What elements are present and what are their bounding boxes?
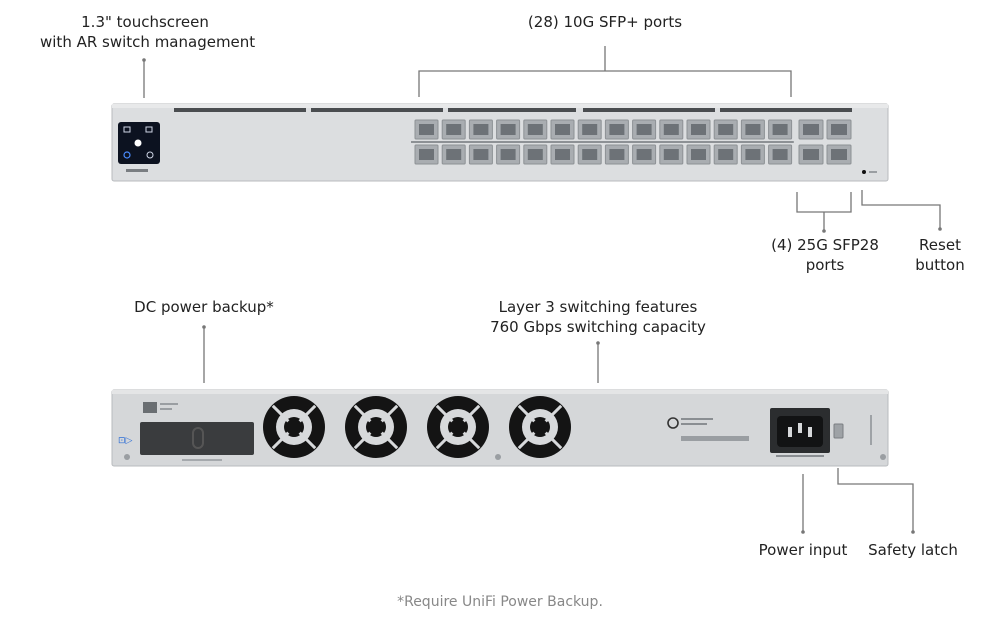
- safety-latch[interactable]: [833, 423, 844, 439]
- dc-backup-symbol: ⊡▷: [118, 436, 133, 446]
- sfp28-callout: (4) 25G SFP28 ports: [760, 235, 890, 275]
- sfp-plus-port[interactable]: [577, 144, 602, 165]
- layer3-callout-line2: 760 Gbps switching capacity: [490, 318, 706, 336]
- vent-slot: [583, 108, 715, 112]
- sfp-plus-callout: (28) 10G SFP+ ports: [505, 12, 705, 32]
- safety-latch-callout-line1: Safety latch: [868, 541, 958, 559]
- reset-button-label: [869, 171, 877, 173]
- sfp-plus-port[interactable]: [550, 119, 575, 140]
- sfp28-port[interactable]: [826, 119, 852, 140]
- power-input-socket[interactable]: [770, 408, 830, 457]
- fan: [427, 396, 489, 458]
- fan: [263, 396, 325, 458]
- sfp-plus-port[interactable]: [523, 119, 548, 140]
- sfp-plus-port[interactable]: [686, 144, 711, 165]
- layer3-callout: Layer 3 switching features 760 Gbps swit…: [478, 297, 718, 337]
- sfp-plus-port[interactable]: [659, 119, 684, 140]
- regulatory-label: [667, 417, 749, 441]
- screw: [495, 454, 501, 460]
- vent-slot: [174, 108, 306, 112]
- model-label: [126, 169, 148, 172]
- sfp28-port[interactable]: [798, 119, 824, 140]
- sfp-plus-port[interactable]: [523, 144, 548, 165]
- reset-callout-line1: Reset: [919, 236, 961, 254]
- rear-panel: ⊡▷: [111, 389, 889, 467]
- sfp-plus-port[interactable]: [496, 144, 521, 165]
- layer3-callout-line1: Layer 3 switching features: [498, 298, 698, 316]
- screw: [124, 454, 130, 460]
- sfp-plus-port[interactable]: [414, 119, 439, 140]
- reset-callout-line2: button: [915, 256, 965, 274]
- vent-slot: [720, 108, 852, 112]
- touchscreen-display[interactable]: [118, 122, 160, 164]
- sfp-plus-port[interactable]: [550, 144, 575, 165]
- sfp28-port[interactable]: [798, 144, 824, 165]
- sfp-plus-port[interactable]: [713, 144, 738, 165]
- sfp28-bracket: [796, 192, 852, 213]
- sfp28-callout-line2: ports: [805, 256, 845, 274]
- sfp-plus-port[interactable]: [686, 119, 711, 140]
- sfp-plus-callout-line1: (28) 10G SFP+ ports: [527, 13, 683, 31]
- fan-array: [263, 396, 571, 458]
- sfp-plus-port[interactable]: [740, 119, 765, 140]
- sfp-plus-port[interactable]: [577, 119, 602, 140]
- front-leader-lines: [142, 46, 942, 233]
- sfp-plus-bracket: [418, 70, 792, 97]
- safety-latch-leader: [837, 468, 914, 532]
- sfp-plus-port[interactable]: [468, 144, 493, 165]
- front-panel: [111, 103, 889, 182]
- sfp-plus-port[interactable]: [604, 144, 629, 165]
- touchscreen-callout: 1.3" touchscreen with AR switch manageme…: [40, 12, 256, 52]
- power-input-callout-line1: Power input: [758, 541, 848, 559]
- sfp-plus-port[interactable]: [604, 119, 629, 140]
- sfp-plus-port[interactable]: [414, 144, 439, 165]
- sfp-plus-port[interactable]: [441, 144, 466, 165]
- fan: [509, 396, 571, 458]
- fan: [345, 396, 407, 458]
- sfp28-port[interactable]: [826, 144, 852, 165]
- touchscreen-callout-line1: 1.3" touchscreen: [81, 13, 209, 31]
- touchscreen-callout-line2: with AR switch management: [40, 33, 256, 51]
- screw: [880, 454, 886, 460]
- dc-backup-port[interactable]: [140, 422, 254, 455]
- reset-leader: [861, 190, 941, 229]
- dc-backup-callout-line1: DC power backup*: [134, 298, 274, 316]
- qr-label: [143, 402, 157, 413]
- sfp28-callout-line1: (4) 25G SFP28: [771, 236, 879, 254]
- sfp28-port-block: [798, 119, 852, 165]
- reset-callout: Reset button: [900, 235, 980, 275]
- rear-leader-lines: [202, 325, 915, 534]
- power-input-callout: Power input: [748, 540, 858, 560]
- sfp-plus-port[interactable]: [468, 119, 493, 140]
- vent-slot: [448, 108, 576, 112]
- sfp-plus-port[interactable]: [768, 144, 793, 165]
- vent-slot: [311, 108, 443, 112]
- sfp-plus-port[interactable]: [740, 144, 765, 165]
- sfp-plus-port[interactable]: [768, 119, 793, 140]
- safety-latch-callout: Safety latch: [858, 540, 968, 560]
- sfp-plus-port[interactable]: [713, 119, 738, 140]
- dc-backup-callout: DC power backup*: [120, 297, 288, 317]
- sfp-plus-port[interactable]: [632, 144, 657, 165]
- footnote: *Require UniFi Power Backup.: [397, 594, 603, 610]
- sfp-plus-port-block: [411, 119, 794, 165]
- sfp-plus-port[interactable]: [496, 119, 521, 140]
- sfp-plus-port[interactable]: [659, 144, 684, 165]
- reset-button[interactable]: [862, 170, 866, 174]
- sfp-plus-port[interactable]: [441, 119, 466, 140]
- sfp-plus-port[interactable]: [632, 119, 657, 140]
